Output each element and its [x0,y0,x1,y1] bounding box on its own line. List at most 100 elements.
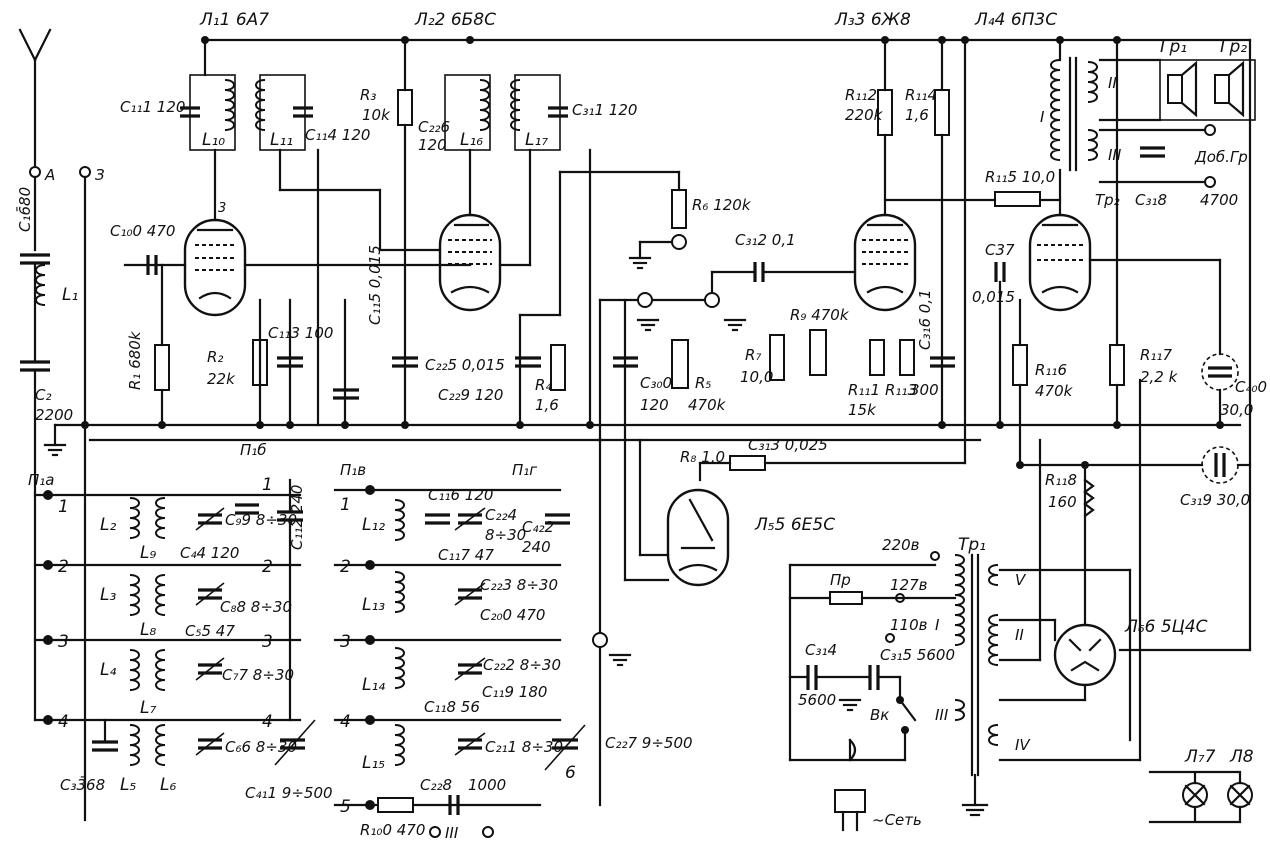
pos-2b: 2 [262,557,273,577]
l5-label: L₅ [120,775,136,795]
r14-value: 1,6 [905,106,929,124]
resistor-r16 [1012,344,1028,386]
tube-l1 [183,218,247,317]
inductor-l8 [155,574,166,616]
antenna-terminal[interactable] [29,166,41,178]
switch-contact-2[interactable] [43,560,53,570]
r9-label: R₉ 470k [790,306,850,324]
power-switch-bk[interactable] [896,696,917,734]
l2-label: L₂ [100,515,116,535]
r10-label: R₁₀0 470 [360,821,425,839]
switch-contact-3[interactable] [43,635,53,645]
ground-icon [628,240,652,270]
c24-label: C₂₂4 [485,506,517,524]
r16-label: R₁₁6 [1035,361,1067,379]
capacitor-c11 [180,106,200,118]
pickup-terminal-b[interactable] [482,826,494,838]
tap-220-point[interactable] [930,551,940,561]
r14-label: R₁₁4 [905,86,937,104]
extra-speaker-terminal-a[interactable] [1204,124,1216,136]
l12-label: L₁₂ [362,515,385,535]
resistor-r6 [671,189,687,229]
extra-speaker-label: Доб.Гр [1194,148,1248,166]
resistor-r7 [769,334,785,381]
pickup-label: III [445,824,459,842]
extra-speaker-terminal-b[interactable] [1204,176,1216,188]
inductor-l15 [394,724,405,766]
r7-value: 10,0 [740,368,773,386]
c15-label: C₁₁5 0,015 [366,245,384,325]
resistor-r11 [869,339,885,376]
resistor-r9[interactable] [809,329,827,376]
switch-contact-c2[interactable] [365,560,375,570]
capacitor-c6 [195,732,225,756]
c37-label: C37 [985,241,1015,259]
l1-pin3: 3 [218,201,226,216]
c24-value: 8÷30 [485,526,526,544]
resistor-r18 [1083,478,1095,518]
pilot-lamp-l7 [1182,782,1208,808]
tr1-w1: I [935,616,940,634]
inductor-l1 [35,264,46,306]
pos-c3: 3 [340,632,351,652]
l14-label: L₁₄ [362,675,385,695]
tube-l1-label: Л₁1 6А7 [199,10,269,30]
l13-label: L₁₃ [362,595,385,615]
c42-label: C₄₂2 [522,518,554,536]
switch-contact-c4[interactable] [365,715,375,725]
c20-label: C₂₀0 470 [480,606,545,624]
switch-contact-c3[interactable] [365,635,375,645]
switch-contact-1[interactable] [43,490,53,500]
resistor-r13 [899,339,915,376]
resistor-r3 [397,89,413,126]
switch-contact-c5[interactable] [365,800,375,810]
c31-label: C₃₁1 120 [572,101,637,119]
c12-label: C₁₁2 240 [288,485,306,550]
speaker-icon [1214,60,1245,118]
c21-label: C₂₁1 8÷30 [485,738,563,756]
r11-label: R₁₁1 [848,381,880,399]
c39-label: C₃₁9 30,0 [1180,491,1250,509]
l8-label: L₈ [140,620,156,640]
c8-label: C₈8 8÷30 [220,598,292,616]
c33-label: C₃₁3 0,025 [748,436,828,454]
r11-value: 15k [848,401,877,419]
c26-value: 120 [418,136,447,154]
pos-1b: 1 [262,475,273,495]
c38-value: 4700 [1200,191,1238,209]
ground-icon [592,632,632,667]
capacitor-c27 [544,724,586,771]
r2-value: 22k [207,370,236,388]
switch-contact-c1[interactable] [365,485,375,495]
tap-110: 110в [890,616,928,634]
capacitor-c14 [293,106,313,118]
tube-l5 [666,488,730,587]
capacitor-c9 [195,507,225,531]
c6-label: C₆6 8÷30 [225,738,297,756]
ground-terminal[interactable] [79,166,91,178]
inductor-l12 [394,499,405,541]
switch-contact-4[interactable] [43,715,53,725]
speaker-icon [1167,60,1198,118]
pos-3b: 3 [262,632,273,652]
otr-winding-2: II [1108,74,1117,92]
pos-4: 4 [58,712,69,732]
pickup-terminal-a[interactable] [429,826,441,838]
capacitor-c2 [20,360,50,372]
capacitor-c3 [92,718,118,752]
ground-icon [961,803,989,817]
resistor-r5[interactable] [671,339,689,389]
c37-value: 0,015 [972,288,1015,306]
c38-label: C₃₁8 [1135,191,1167,209]
tube-l3 [853,213,917,312]
inductor-l17 [510,79,521,131]
ground-terminal-label: З [95,166,105,184]
tr1-w4: IV [1015,736,1031,754]
tube-l6-label: Л₆6 5Ц4С [1124,617,1208,637]
tap-110-point[interactable] [885,633,895,643]
plus-b-bus [203,38,1252,652]
pos-c2: 2 [340,557,351,577]
inductor-l3 [129,574,140,616]
resistor-r8 [729,455,766,471]
c17-label: C₁₁7 47 [438,546,494,564]
